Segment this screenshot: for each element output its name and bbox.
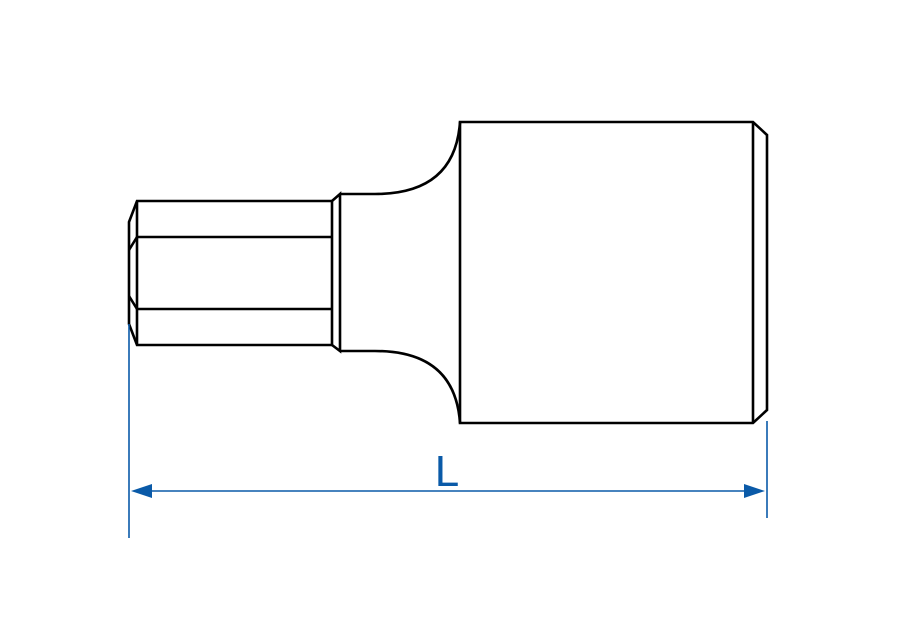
hex-bit [127, 199, 334, 347]
dimension-label: L [435, 447, 459, 496]
neck-upper-fillet [340, 121, 462, 196]
hex-bit-upper-chamfer [127, 236, 139, 251]
neck-collar [331, 191, 342, 354]
neck [331, 121, 462, 424]
arrowhead-right [744, 484, 765, 498]
arrowhead-left [131, 484, 152, 498]
neck-lower-fillet [340, 349, 462, 424]
hex-bit-outline [127, 199, 334, 347]
socket-body [458, 120, 769, 425]
socket-body-outline [458, 120, 769, 425]
hex-bit-lower-chamfer [127, 295, 139, 310]
length-dimension: L [128, 324, 768, 538]
